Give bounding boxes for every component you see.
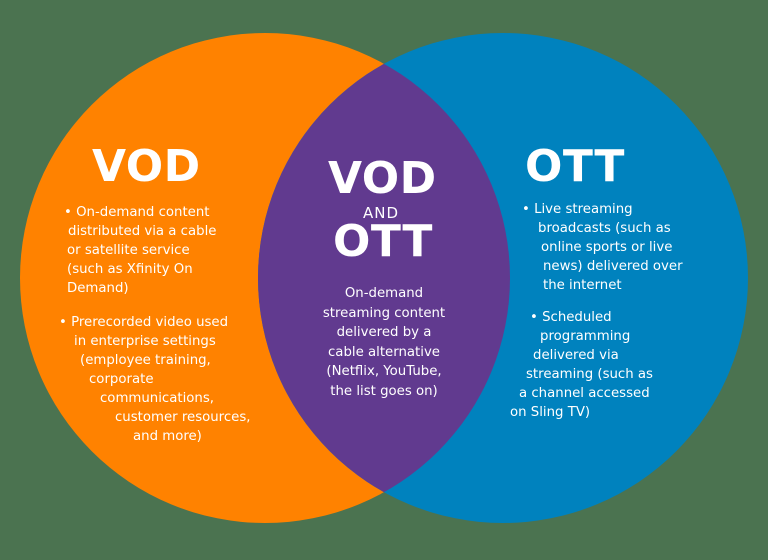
text-line: Demand): [67, 281, 129, 296]
text-line: (such as Xfinity On: [67, 262, 193, 277]
text-line: distributed via a cable: [68, 224, 217, 239]
text-line: programming: [540, 329, 631, 344]
ott-title: OTT: [525, 141, 625, 192]
text-line: delivered via: [533, 348, 619, 363]
text-line: corporate: [89, 372, 154, 387]
overlap-title-vod: VOD: [328, 153, 437, 204]
text-line: news) delivered over: [543, 259, 683, 274]
text-line: • On-demand content: [64, 205, 210, 220]
text-line: streaming (such as: [526, 367, 653, 382]
text-line: delivered by a: [336, 325, 432, 340]
overlap-title-and: AND: [363, 204, 400, 222]
text-line: and more): [133, 429, 202, 444]
text-line: streaming content: [322, 305, 446, 321]
text-line: cable alternative: [327, 344, 440, 360]
text-line: customer resources,: [115, 410, 251, 425]
text-line: • Scheduled: [530, 310, 612, 325]
text-line: or satellite service: [67, 243, 190, 258]
text-line: (employee training,: [80, 353, 211, 368]
text-line: • Live streaming: [522, 202, 633, 217]
text-line: the internet: [543, 278, 622, 293]
text-line: a channel accessed: [519, 386, 650, 401]
text-line: on Sling TV): [510, 405, 591, 420]
vod-title: VOD: [92, 141, 201, 192]
overlap-title-ott: OTT: [333, 216, 433, 267]
text-line: online sports or live: [541, 240, 673, 255]
text-line: On-demand: [344, 286, 424, 301]
text-line: in enterprise settings: [74, 334, 216, 349]
overlap-description: On-demand streaming content delivered by…: [304, 284, 464, 401]
text-line: communications,: [100, 391, 214, 406]
text-line: • Prerecorded video used: [59, 315, 229, 330]
overlap-region: [258, 33, 510, 523]
text-line: broadcasts (such as: [538, 221, 671, 236]
text-line: (Netflix, YouTube,: [326, 364, 442, 379]
text-line: the list goes on): [330, 383, 438, 399]
